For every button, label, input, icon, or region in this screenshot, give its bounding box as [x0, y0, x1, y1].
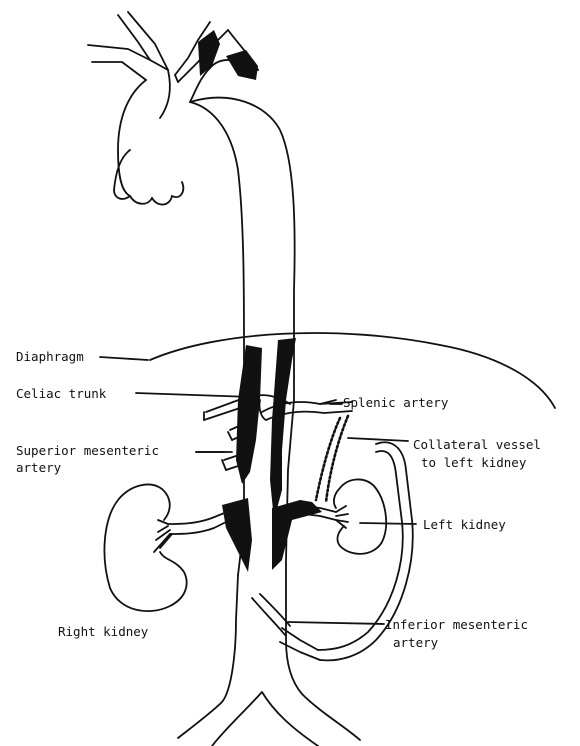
label-superior-mesenteric-line1: Superior mesenteric [16, 443, 159, 458]
plaque-lower-left [222, 498, 252, 572]
label-inferior-mesenteric-line1: Inferior mesenteric [385, 617, 528, 632]
label-diaphragm: Diaphragm [16, 349, 84, 364]
label-inferior-mesenteric-line2: artery [393, 635, 438, 650]
aortic-arch [88, 12, 258, 205]
label-splenic-artery: Splenic artery [343, 395, 448, 410]
left-kidney-shape [334, 479, 386, 553]
inferior-mesenteric-artery [252, 594, 384, 636]
diaphragm-pointer [100, 357, 148, 360]
label-collateral-line2: to left kidney [421, 455, 526, 470]
label-right-kidney: Right kidney [58, 624, 148, 639]
celiac-trunk [136, 393, 290, 420]
label-collateral-line1: Collateral vessel [413, 437, 541, 452]
plaque-lower-right [272, 500, 322, 570]
left-kidney-pointer [360, 523, 416, 524]
label-superior-mesenteric-line2: artery [16, 460, 61, 475]
right-kidney-shape [104, 485, 186, 612]
label-celiac-trunk: Celiac trunk [16, 386, 106, 401]
collateral-vessel-dotted [316, 416, 348, 502]
collateral-pointer [348, 438, 408, 441]
label-left-kidney: Left kidney [423, 517, 506, 532]
